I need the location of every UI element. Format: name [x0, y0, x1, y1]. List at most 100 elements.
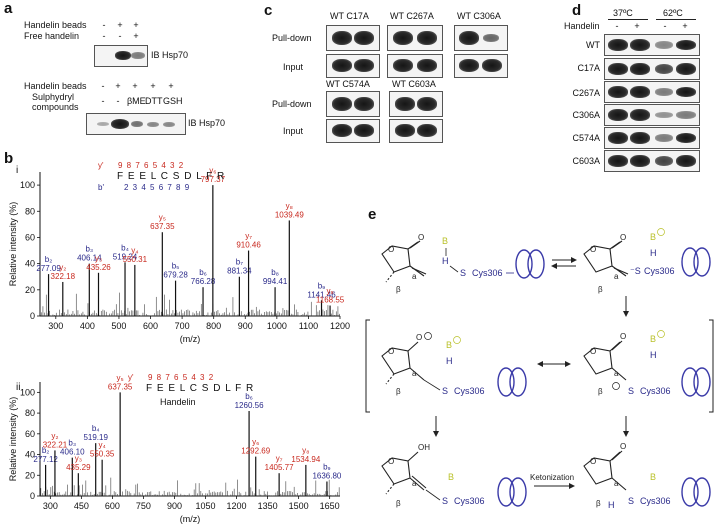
a-sulph-label-2: compounds [32, 102, 79, 112]
protein-coil-6 [681, 477, 711, 507]
peak-mz-label: 1292.69 [241, 447, 270, 456]
x-tick-label: 1350 [258, 501, 278, 511]
a-mark: - [102, 20, 106, 30]
a-mark: + [117, 20, 123, 30]
y-tick-label: 40 [25, 450, 35, 460]
d-blot-c306a [604, 104, 700, 126]
d-temp-underline-62 [656, 19, 696, 20]
a-mark: - [101, 81, 105, 91]
c-group-c306a: WT C306A [457, 11, 501, 21]
svg-text:O: O [590, 457, 596, 466]
peak-mz-label: 766.28 [191, 277, 216, 286]
svg-text:O: O [590, 347, 596, 356]
y-axis-label: Relative intensity (%) [8, 202, 18, 287]
c-blot-c603a-input [389, 119, 443, 143]
d-blot-c267a [604, 81, 700, 103]
x-tick-label: 500 [111, 321, 126, 331]
peak-ion-label: b₆ [199, 268, 207, 277]
e-cys-1: Cys306 [472, 268, 503, 278]
protein-coil-2 [681, 247, 711, 277]
peak-ion-label: b₃ [68, 439, 76, 448]
c-row-pulldown: Pull-down [272, 33, 312, 43]
a-mark: - [101, 96, 105, 106]
peak-mz-label: 406.14 [77, 254, 102, 263]
c-blot-c603a-pulldown [389, 91, 443, 117]
e-base-2: B [650, 232, 656, 242]
c-blot-c574a-input [326, 119, 380, 143]
peak-ion-label: y₂ [51, 431, 58, 440]
y-tick-label: 20 [25, 470, 35, 480]
d-blot-c603a [604, 150, 700, 172]
carbanion-intermediate [583, 340, 627, 381]
seq-i-b-ions: 2 3 4 5 6 7 8 9 [124, 183, 191, 192]
peak-ion-label: y₅ [117, 373, 124, 382]
seq-i-y-prefix: y' [98, 161, 104, 170]
peak-mz-label: 277.09 [36, 264, 61, 273]
d-mark: - [615, 21, 619, 31]
c-group-c603a: WT C603A [392, 79, 436, 89]
x-tick-label: 1200 [227, 501, 247, 511]
peak-mz-label: 550.31 [123, 255, 148, 264]
seq-ii-handelin: Handelin [160, 397, 196, 407]
e-beta-3: β [396, 387, 401, 396]
x-tick-label: 400 [80, 321, 95, 331]
d-row-c17a: C17A [577, 63, 600, 73]
b-sub-i: i [16, 165, 19, 176]
d-blot-wt [604, 34, 700, 56]
x-tick-label: 1100 [299, 321, 318, 331]
peak-mz-label: 679.28 [163, 271, 188, 280]
a-top-ib-label: IB Hsp70 [151, 50, 189, 60]
a-mark-bme: βME [127, 96, 146, 106]
e-alpha-1: a [412, 272, 417, 281]
x-tick-label: 1050 [196, 501, 216, 511]
svg-text:O: O [590, 245, 596, 254]
e-h-3: H [446, 356, 453, 366]
e-beta-4: β [598, 387, 603, 396]
e-cys-6: Cys306 [640, 496, 671, 506]
a-mark: + [168, 81, 174, 91]
peak-mz-label: 1168.55 [316, 296, 345, 305]
d-row-c267a: C267A [572, 88, 600, 98]
d-mark: - [663, 21, 667, 31]
y-axis-label: Relative intensity (%) [8, 397, 18, 482]
panel-label-a: a [4, 0, 13, 17]
protein-coil-5 [497, 477, 527, 507]
c-group-c17a: WT C17A [330, 11, 369, 21]
peak-mz-label: 435.29 [66, 463, 91, 472]
peak-mz-label: 435.26 [86, 263, 111, 272]
e-s-3: S [442, 386, 448, 396]
y-tick-label: 40 [25, 259, 35, 269]
peak-mz-label: 637.35 [108, 382, 133, 391]
peak-ion-label: b₉ [318, 281, 326, 290]
svg-text:O: O [388, 457, 394, 466]
peak-mz-label: 406.10 [60, 448, 85, 457]
c-blot-c267a-input [387, 54, 443, 78]
x-tick-label: 900 [167, 501, 182, 511]
c-group-c574a: WT C574A [326, 79, 370, 89]
peak-ion-label: b₆ [245, 392, 253, 401]
e-cys-4: Cys306 [640, 386, 671, 396]
x-tick-label: 1650 [320, 501, 340, 511]
d-blot-c574a [604, 127, 700, 149]
e-s-6: S [628, 496, 634, 506]
x-tick-label: 800 [206, 321, 221, 331]
peak-mz-label: 1260.56 [235, 401, 264, 410]
e-h-4: H [650, 350, 657, 360]
protein-coil-4 [681, 367, 711, 397]
peak-ion-label: y₂ [59, 263, 66, 272]
a-mark: + [150, 81, 156, 91]
e-alpha-6: a [614, 479, 619, 488]
b-sub-ii: ii [16, 382, 21, 393]
seq-ii-sequence: F E E L C S D L F R [146, 383, 255, 394]
a-mark: + [133, 31, 139, 41]
e-ketonization: Ketonization [530, 473, 574, 482]
e-h-2: H [650, 248, 657, 258]
e-oh: OH [418, 443, 430, 452]
panel-label-b: b [4, 150, 14, 167]
e-s-1: S [460, 268, 466, 278]
peak-ion-label: b₂ [42, 446, 50, 455]
peak-ion-label: y₃ [95, 254, 102, 263]
y-tick-label: 0 [30, 491, 35, 501]
x-axis-label: (m/z) [180, 334, 201, 344]
a-sulph-label-1: Sulphydryl [32, 92, 75, 102]
